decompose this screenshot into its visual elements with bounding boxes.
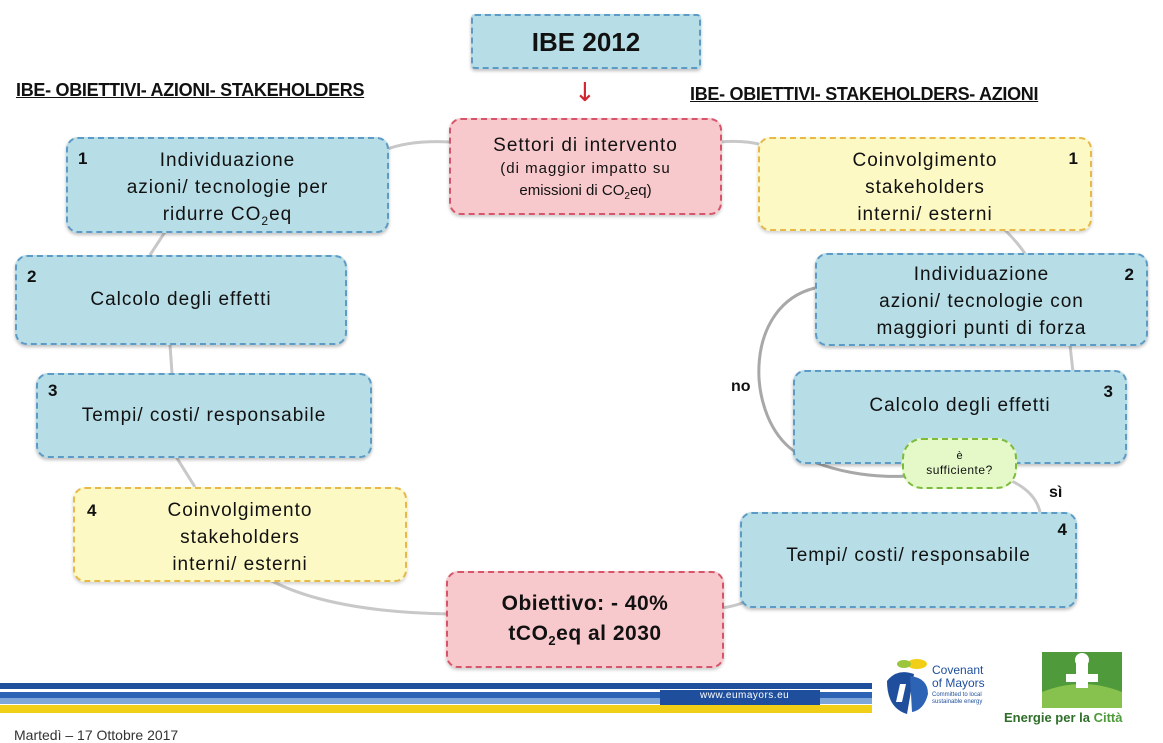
no-label: no [731,378,751,395]
right-step-2-line3: maggiori punti di forza [876,318,1087,339]
left-step-4: 4 Coinvolgimento stakeholders interni/ e… [73,487,407,582]
right-step-2-number: 2 [1124,265,1134,284]
left-step-4-line2: stakeholders [180,527,300,548]
right-heading: IBE- OBIETTIVI- STAKEHOLDERS- AZIONI [690,84,1039,104]
left-step-2: 2 Calcolo degli effetti [15,255,347,345]
sectors-line3-a: emissioni di CO [519,182,625,199]
energie-text-b: Città [1093,710,1123,725]
yes-label: sì [1049,484,1063,501]
left-step-3-number: 3 [48,381,58,400]
objective-line2-sub: 2 [548,633,557,649]
objective-box: Obiettivo: - 40% tCO2eq al 2030 [446,571,724,668]
left-heading: IBE- OBIETTIVI- AZIONI- STAKEHOLDERS [16,80,365,100]
right-step-4-number: 4 [1057,520,1067,539]
covenant-tag1: Committed to local [932,692,982,698]
left-step-4-line1: Coinvolgimento [167,500,313,521]
left-step-2-number: 2 [27,267,37,286]
left-step-1-line2: azioni/ tecnologie per [126,177,329,198]
title-box: IBE 2012 [471,14,701,69]
down-arrow-icon: ↓ [574,78,596,108]
left-step-1-line1: Individuazione [159,150,296,171]
decision-line1: è [956,450,963,462]
right-step-1-line2: stakeholders [865,177,985,198]
sectors-line3-sub: 2 [624,191,630,202]
energie-emblem-icon [1042,652,1122,708]
covenant-emblem-icon [887,659,928,714]
title-text: IBE 2012 [531,27,641,57]
website-url: www.eumayors.eu [700,690,790,701]
right-step-2-line1: Individuazione [913,264,1050,285]
left-step-3-text: Tempi/ costi/ responsabile [81,405,327,426]
right-step-1-line3: interni/ esterni [857,204,993,225]
band-yellow [0,705,880,713]
right-step-1-line1: Coinvolgimento [852,150,998,171]
objective-line2-b: eq al 2030 [556,622,662,645]
footer-band [0,683,880,721]
objective-line2-a: tCO [508,622,549,645]
sectors-line3: emissioni di CO2eq) [451,180,720,208]
sectors-line1: Settori di intervento [493,135,678,156]
decision-box: è sufficiente? [902,438,1017,489]
band-url-tab [660,690,820,705]
left-step-4-number: 4 [87,501,97,520]
left-step-2-text: Calcolo degli effetti [90,289,272,310]
covenant-logo: Covenant of Mayors Committed to local su… [872,642,992,742]
left-step-1-line3-a: ridurre CO [162,204,262,225]
right-step-2: 2 Individuazione azioni/ tecnologie con … [815,253,1148,346]
left-step-4-line3: interni/ esterni [172,554,308,575]
sectors-box: Settori di intervento (di maggior impatt… [449,118,722,215]
energie-logo: Energie per la Città [1004,652,1160,732]
covenant-line1: Covenant [932,663,984,677]
right-step-3-number: 3 [1103,382,1113,401]
right-step-2-line2: azioni/ tecnologie con [879,291,1084,312]
right-step-4-text: Tempi/ costi/ responsabile [786,545,1031,566]
energie-text-a: Energie per la [1004,710,1094,725]
decision-line2: sufficiente? [926,463,993,477]
left-step-1-line3-sub: 2 [261,213,270,228]
left-step-1-number: 1 [78,149,88,168]
left-step-1-line3-b: eq [269,204,293,225]
sectors-line2: (di maggior impatto su [500,160,671,177]
left-step-1: 1 Individuazione azioni/ tecnologie per … [66,137,389,233]
objective-line2: tCO2eq al 2030 [448,619,722,656]
right-step-3-text: Calcolo degli effetti [869,395,1051,416]
footer-date: Martedì – 17 Ottobre 2017 [14,727,179,743]
band-lightblue [0,698,880,704]
left-step-3: 3 Tempi/ costi/ responsabile [36,373,372,458]
right-step-4: 4 Tempi/ costi/ responsabile [740,512,1077,608]
covenant-tag2: sustainable energy [932,699,983,705]
band-blue-top [0,683,880,689]
energie-text: Energie per la Città [1004,710,1122,725]
right-step-1: 1 Coinvolgimento stakeholders interni/ e… [758,137,1092,231]
right-step-1-number: 1 [1068,149,1078,168]
covenant-line2: of Mayors [932,676,985,690]
sectors-line3-b: eq) [629,182,652,199]
band-blue-mid [0,692,880,698]
objective-line1: Obiettivo: - 40% [501,592,669,615]
left-step-1-line3: ridurre CO2eq [68,201,387,235]
